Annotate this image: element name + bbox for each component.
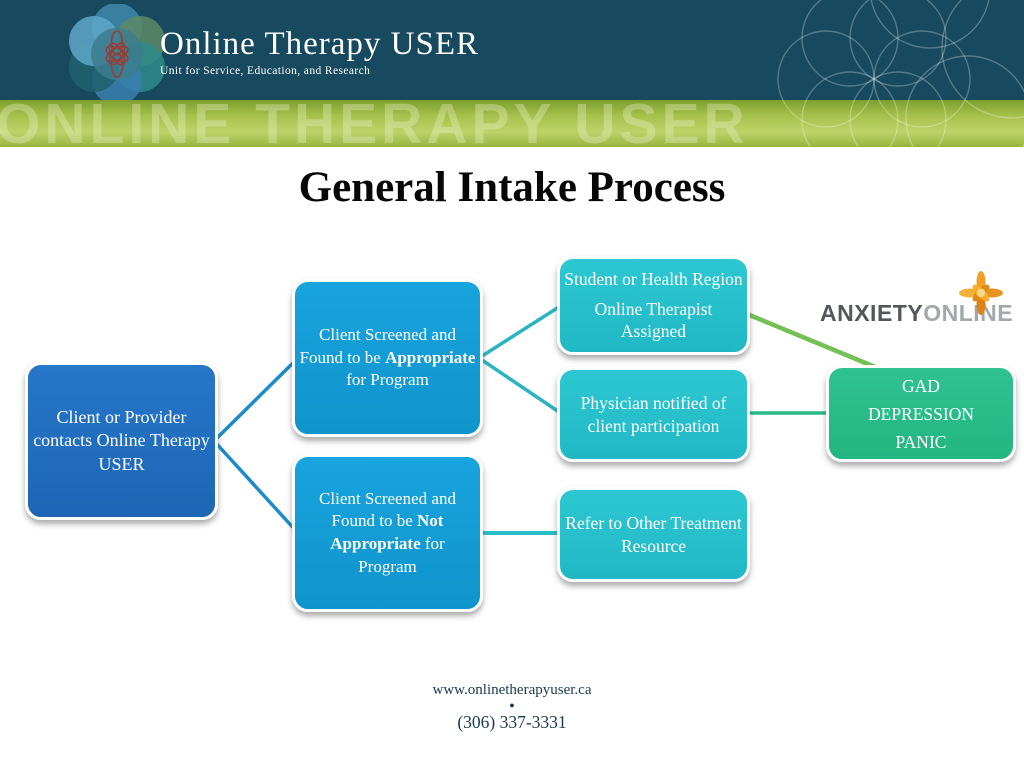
footer-website: www.onlinetherapyuser.ca — [432, 682, 592, 698]
anxietyonline-word-anxiety: ANXIETY — [820, 300, 924, 326]
node-physician-notified: Physician notified of client participati… — [557, 367, 750, 462]
connector-appropriate-assigned — [478, 303, 563, 360]
program-item: GAD — [902, 375, 940, 396]
footer-bullet-icon: ● — [509, 700, 515, 710]
node-screened-appropriate: Client Screened and Found to be Appropri… — [292, 279, 483, 437]
header-banner: Online Therapy USER Unit for Service, Ed… — [0, 0, 1024, 147]
node-text: Physician notified of client participati… — [580, 392, 727, 436]
brand-title: Online Therapy USER — [160, 26, 480, 62]
green-stripe: ONLINE THERAPY USER — [0, 100, 1024, 147]
page-title: General Intake Process — [298, 164, 726, 211]
program-item: PANIC — [895, 431, 947, 452]
footer: www.onlinetherapyuser.ca ● (306) 337-333… — [0, 682, 1024, 733]
node-text: Client Screened and Found to be Appropri… — [299, 325, 476, 390]
user-logo-flower-icon — [69, 4, 165, 104]
anxietyonline-word-online: ONLINE — [923, 300, 1014, 326]
node-text: Online Therapist Assigned — [594, 298, 713, 342]
program-item: DEPRESSION — [868, 403, 974, 424]
node-programs: GAD DEPRESSION PANIC — [826, 365, 1016, 462]
brand-block: Online Therapy USER Unit for Service, Ed… — [160, 26, 479, 77]
connector-start-appropriate — [212, 356, 300, 443]
node-text: Client Screened and Found to be Not Appr… — [319, 488, 456, 576]
node-text: Client or Provider contacts Online Thera… — [33, 407, 210, 474]
anxietyonline-flower-icon — [959, 271, 1003, 315]
node-screened-not-appropriate: Client Screened and Found to be Not Appr… — [292, 454, 483, 612]
watermark-text: ONLINE THERAPY USER — [0, 100, 749, 147]
connector-appropriate-physician — [478, 356, 563, 416]
node-text: Student or Health Region — [564, 268, 743, 289]
footer-phone: (306) 337-3331 — [457, 712, 567, 732]
node-refer-other: Refer to Other Treatment Resource — [557, 487, 750, 582]
anxietyonline-logo: ANXIETYONLINE — [820, 271, 1014, 327]
node-therapist-assigned: Student or Health Region Online Therapis… — [557, 256, 750, 355]
node-text: Refer to Other Treatment Resource — [565, 512, 742, 556]
node-client-contacts: Client or Provider contacts Online Thera… — [25, 362, 218, 520]
connector-start-notappropriate — [212, 439, 300, 535]
brand-subtitle: Unit for Service, Education, and Researc… — [160, 65, 371, 77]
